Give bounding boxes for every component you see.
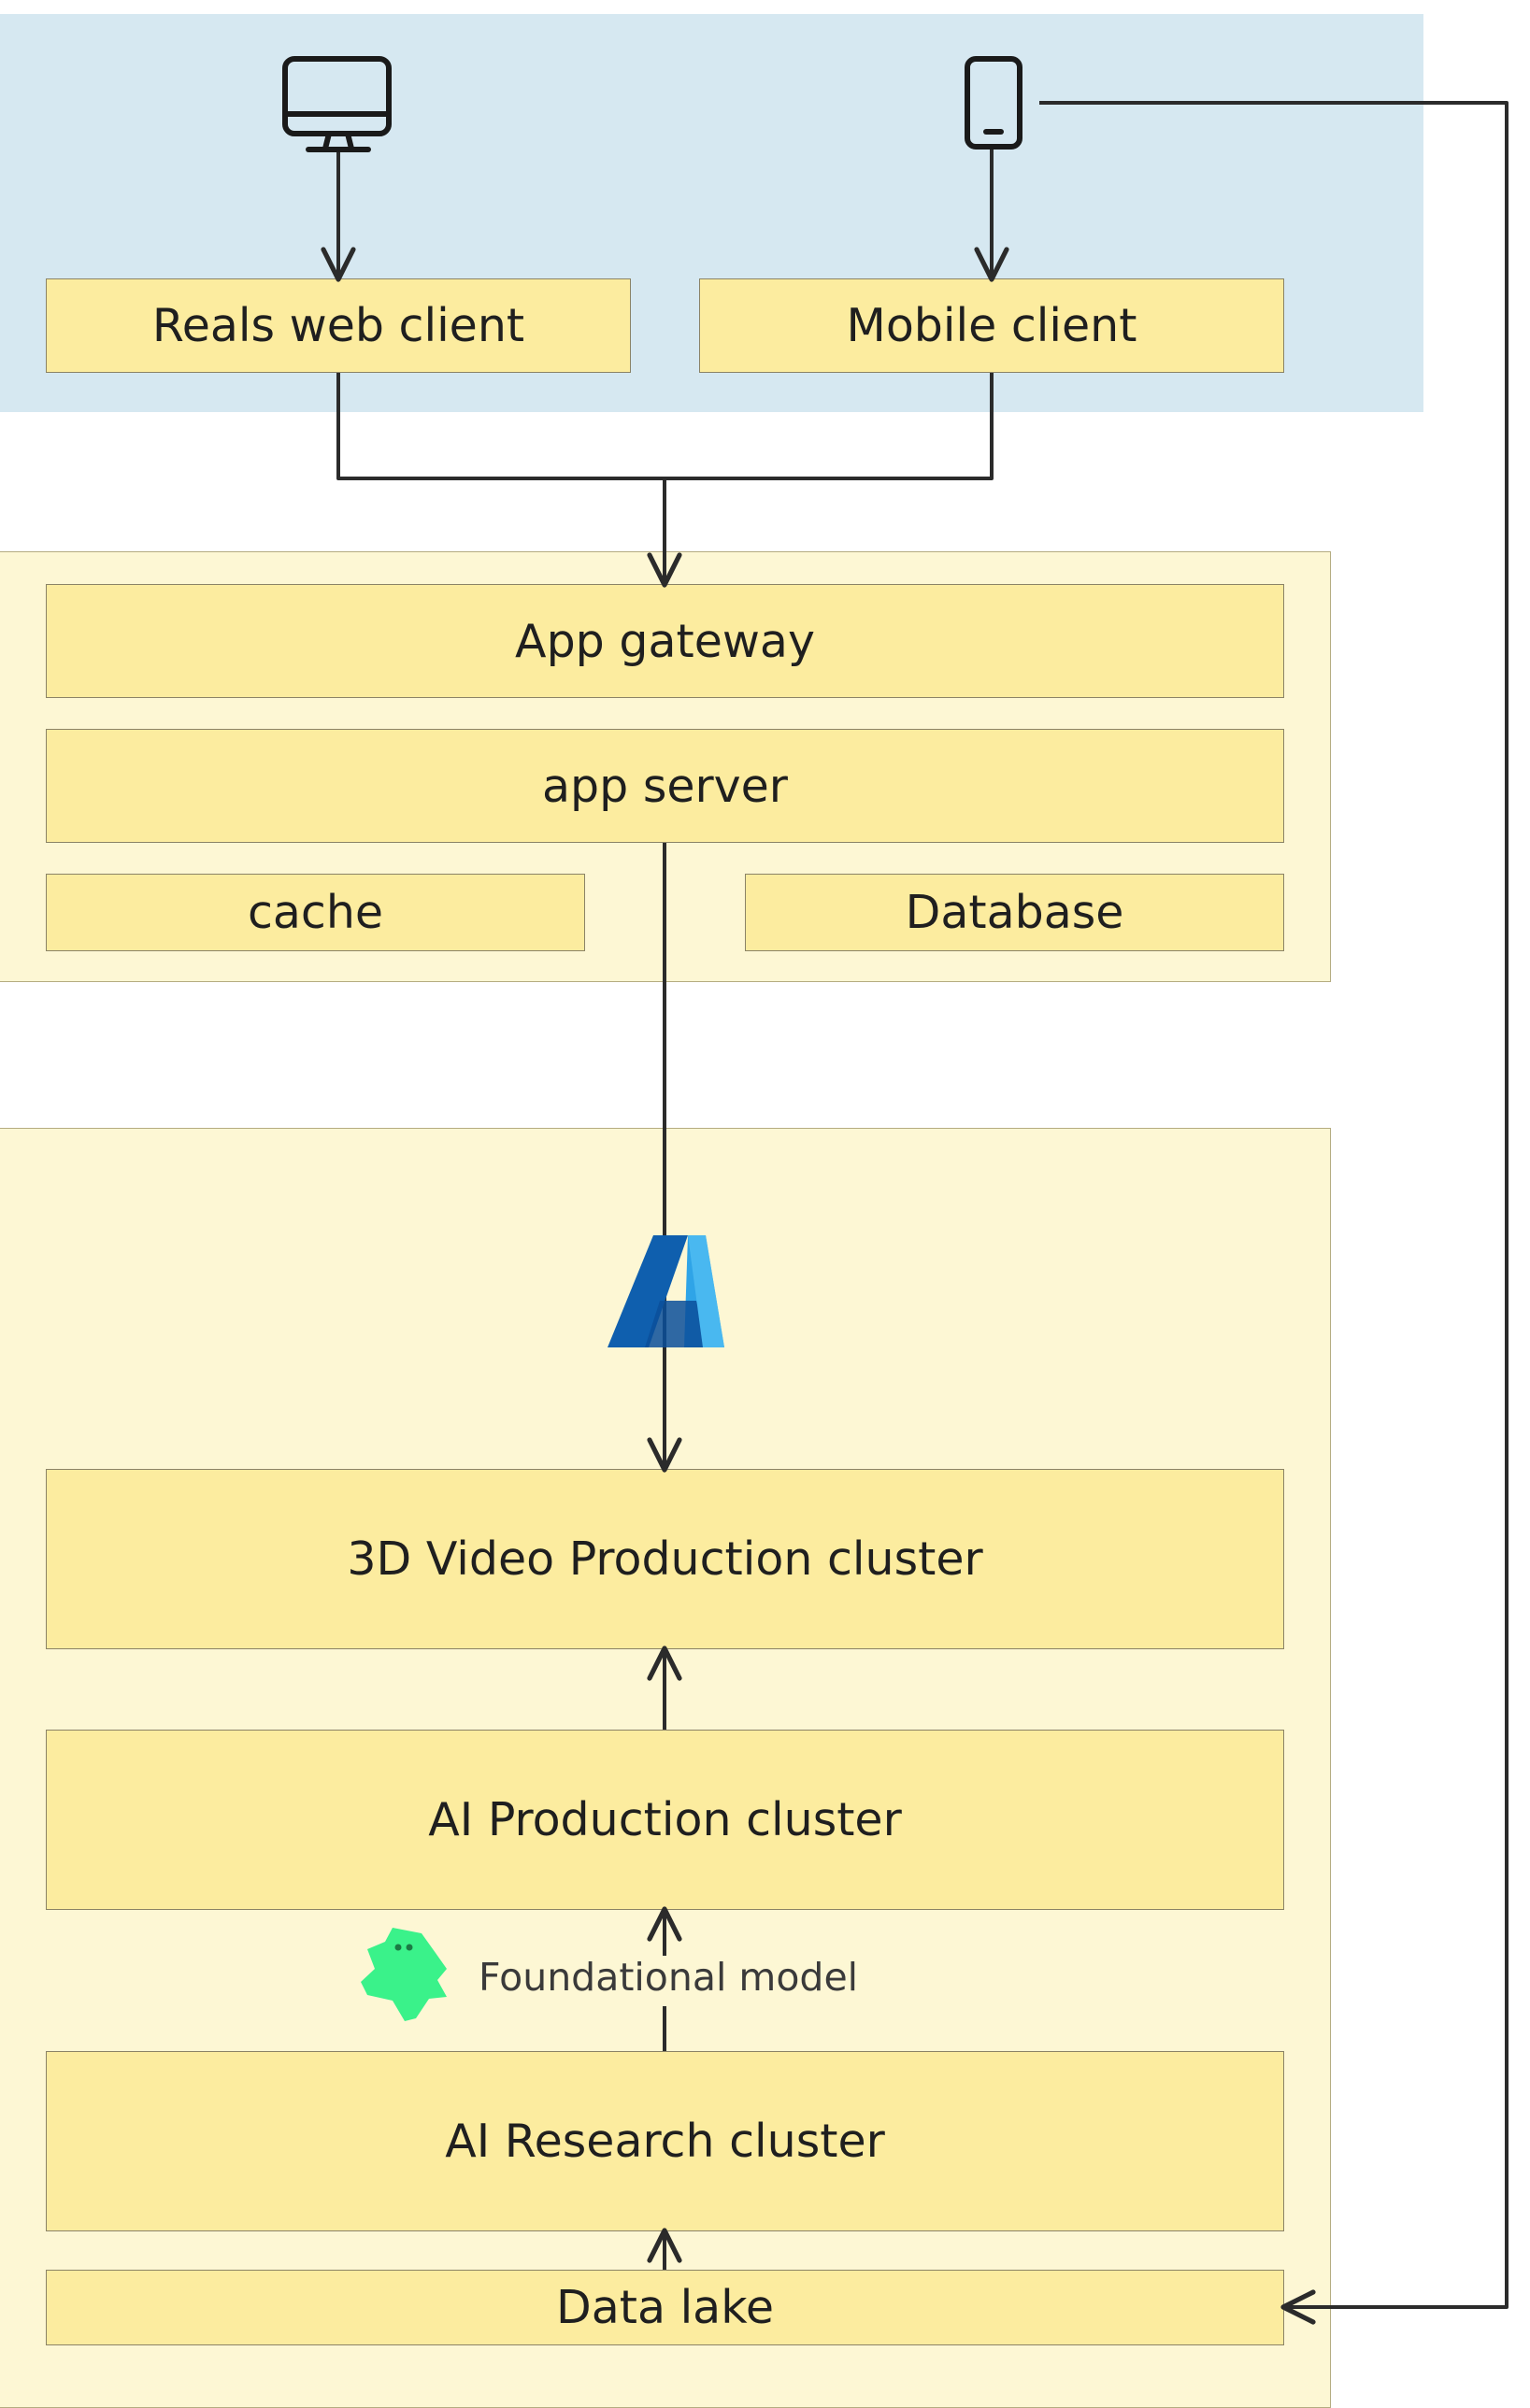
database-label: Database — [905, 886, 1124, 939]
mobile-client-label: Mobile client — [846, 299, 1137, 352]
data-lake-label: Data lake — [556, 2281, 774, 2334]
web-client-node[interactable]: Reals web client — [46, 278, 631, 373]
app-server-node[interactable]: app server — [46, 729, 1284, 843]
mobile-phone-icon — [965, 56, 1022, 150]
ai-research-cluster-label: AI Research cluster — [445, 2115, 885, 2168]
web-client-label: Reals web client — [151, 299, 525, 352]
data-lake-node[interactable]: Data lake — [46, 2270, 1284, 2345]
video-production-cluster-label: 3D Video Production cluster — [347, 1532, 983, 1586]
cache-label: cache — [247, 886, 384, 939]
database-node[interactable]: Database — [745, 874, 1284, 951]
edge-mobile-client-merge — [665, 373, 994, 480]
green-star-character-icon — [361, 1928, 447, 2021]
ai-production-cluster-node[interactable]: AI Production cluster — [46, 1730, 1284, 1910]
edge-phone-to-data-lake — [1039, 101, 1509, 2325]
ai-research-cluster-node[interactable]: AI Research cluster — [46, 2051, 1284, 2231]
app-server-label: app server — [542, 759, 788, 813]
foundational-model-edge-label: Foundational model — [479, 1955, 859, 2000]
ai-production-cluster-label: AI Production cluster — [428, 1793, 902, 1846]
video-production-cluster-node[interactable]: 3D Video Production cluster — [46, 1469, 1284, 1649]
edge-web-client-merge — [336, 373, 665, 480]
azure-logo-icon — [608, 1235, 724, 1347]
mobile-client-node[interactable]: Mobile client — [699, 278, 1284, 373]
app-gateway-label: App gateway — [515, 614, 815, 668]
desktop-monitor-icon — [282, 56, 392, 152]
cache-node[interactable]: cache — [46, 874, 585, 951]
